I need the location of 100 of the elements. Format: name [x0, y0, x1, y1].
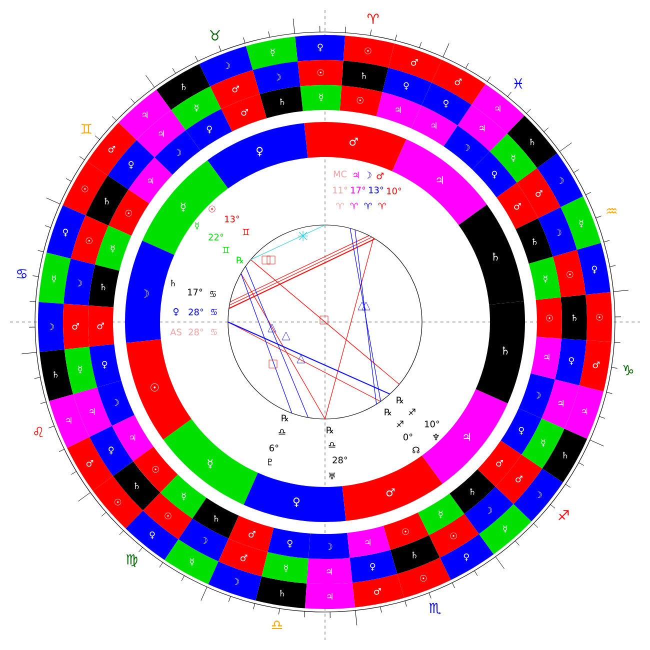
ring-cell: ☽	[538, 207, 577, 257]
ring-cell: ♀	[46, 205, 86, 259]
ring-cell: ♂	[352, 574, 404, 608]
ring-cell: ♂	[388, 44, 442, 83]
node-label: ♄	[502, 346, 508, 355]
node-label: ♃	[326, 568, 332, 575]
ring-cell: ☉	[108, 189, 150, 236]
ring-cell: ♄	[40, 349, 74, 402]
position-label: 22°	[208, 234, 224, 240]
zodiac-sign: ♒	[606, 208, 617, 214]
position-label: ♅	[329, 472, 335, 480]
node-label: ☽	[328, 543, 332, 550]
node-label: ♃	[142, 112, 148, 118]
position-label: ☽	[367, 172, 372, 178]
ring-cell: ♀	[554, 338, 586, 386]
position-label: ♈	[336, 202, 344, 210]
position-label: ℞	[282, 414, 288, 422]
node-label: ♂	[514, 203, 521, 210]
ring-cell: ♀	[382, 68, 432, 106]
zodiac-sign: ♎	[272, 620, 282, 630]
ring-cell: ♃	[564, 385, 604, 439]
node-label: ♀	[404, 82, 409, 90]
position-label: ℞	[384, 408, 392, 416]
position-label: 13°	[369, 186, 384, 194]
ring-cell: ♃	[347, 526, 390, 558]
position-label: 11°	[333, 186, 348, 194]
node-label: ♃	[158, 130, 164, 137]
node-label: ♃	[431, 122, 436, 129]
ring-cell: ☉	[397, 558, 451, 598]
node-label: ♃	[558, 400, 564, 407]
ring-cell: ☉	[383, 512, 429, 550]
node-label: ♃	[66, 417, 72, 424]
node-label: ♂	[592, 362, 600, 368]
ring-cell: ♂	[228, 516, 274, 552]
node-label: ♂	[496, 460, 503, 467]
ring-cell: ☽	[308, 532, 350, 559]
node-label: ☽	[536, 392, 541, 398]
position-label: 28°	[188, 328, 204, 336]
position-label: ♂	[376, 172, 384, 180]
position-label: 6°	[270, 444, 278, 452]
ring-cell: ♀	[500, 408, 542, 455]
ring-cell: ♂	[88, 305, 114, 347]
ring-cell: ♄	[256, 576, 307, 608]
position-label: ♋	[210, 290, 216, 297]
ring-cell: ☽	[208, 561, 262, 600]
position-label: ♇	[268, 458, 272, 466]
ring-cell: ♂	[221, 94, 267, 132]
node-label: ♂	[97, 322, 104, 330]
zodiac-sign: ♌	[34, 426, 43, 438]
ring-cell: ♀	[350, 550, 398, 583]
ring-cell: ♄	[342, 60, 388, 92]
position-label: 17°	[351, 186, 366, 194]
ring-cell: ♀	[295, 35, 346, 62]
ring-cell: ♂	[304, 122, 406, 172]
zodiac-sign: ♏	[429, 602, 441, 614]
ring-cell: ☉	[586, 292, 612, 342]
ring-cell: ☉	[552, 250, 586, 298]
node-label: ♂	[241, 109, 248, 116]
ring-cell: ☉	[536, 297, 562, 339]
position-label: ☉	[208, 206, 216, 212]
position-label: MC	[334, 170, 347, 178]
ring-cell: ☽	[64, 258, 96, 306]
ring-cell: ☿	[300, 85, 342, 112]
ring-cell: ♀	[268, 528, 310, 558]
ring-cell: ☿	[262, 552, 308, 584]
ring-cell: ☿	[38, 252, 71, 304]
node-label: ♂	[72, 323, 79, 330]
position-label: ☊	[412, 446, 420, 454]
position-label: ♈	[364, 202, 372, 210]
ring-cell: ♃	[542, 379, 580, 429]
node-label: ♀	[102, 361, 108, 369]
node-label: ♂	[374, 588, 381, 595]
ring-cell: ☿	[246, 36, 298, 70]
ring-cell: ♄	[260, 86, 303, 118]
ring-cell: ♃	[376, 92, 422, 128]
position-label: ♄	[170, 280, 176, 286]
ring-cell: ☿	[95, 226, 132, 271]
node-label: ♂	[516, 476, 522, 482]
ring-cell: ☽	[252, 61, 300, 94]
ring-cell: ♃	[304, 582, 355, 609]
position-label: 17°	[188, 288, 202, 296]
node-label: ☉	[364, 48, 372, 54]
position-label: ♎	[278, 429, 286, 434]
node-label: ♃	[327, 593, 332, 600]
position-label: ♈	[350, 202, 358, 210]
position-label: ♊	[242, 228, 250, 236]
node-label: ♂	[536, 190, 542, 197]
position-label: 0°	[404, 434, 412, 440]
position-label: ☿	[195, 222, 199, 230]
ring-cell: ♂	[218, 538, 268, 576]
position-label: ♐	[396, 420, 404, 428]
node-label: ♃	[582, 408, 588, 415]
position-label: ♆	[433, 434, 439, 440]
ring-cell: ♄	[476, 301, 525, 404]
node-label: ♃	[396, 106, 401, 114]
ring-cell: ♄	[390, 535, 440, 574]
ring-cell: ♂	[210, 70, 260, 109]
ring-cell: ☽	[38, 302, 64, 352]
position-label: ♋	[211, 308, 218, 315]
ring-cell: ♃	[49, 394, 90, 448]
